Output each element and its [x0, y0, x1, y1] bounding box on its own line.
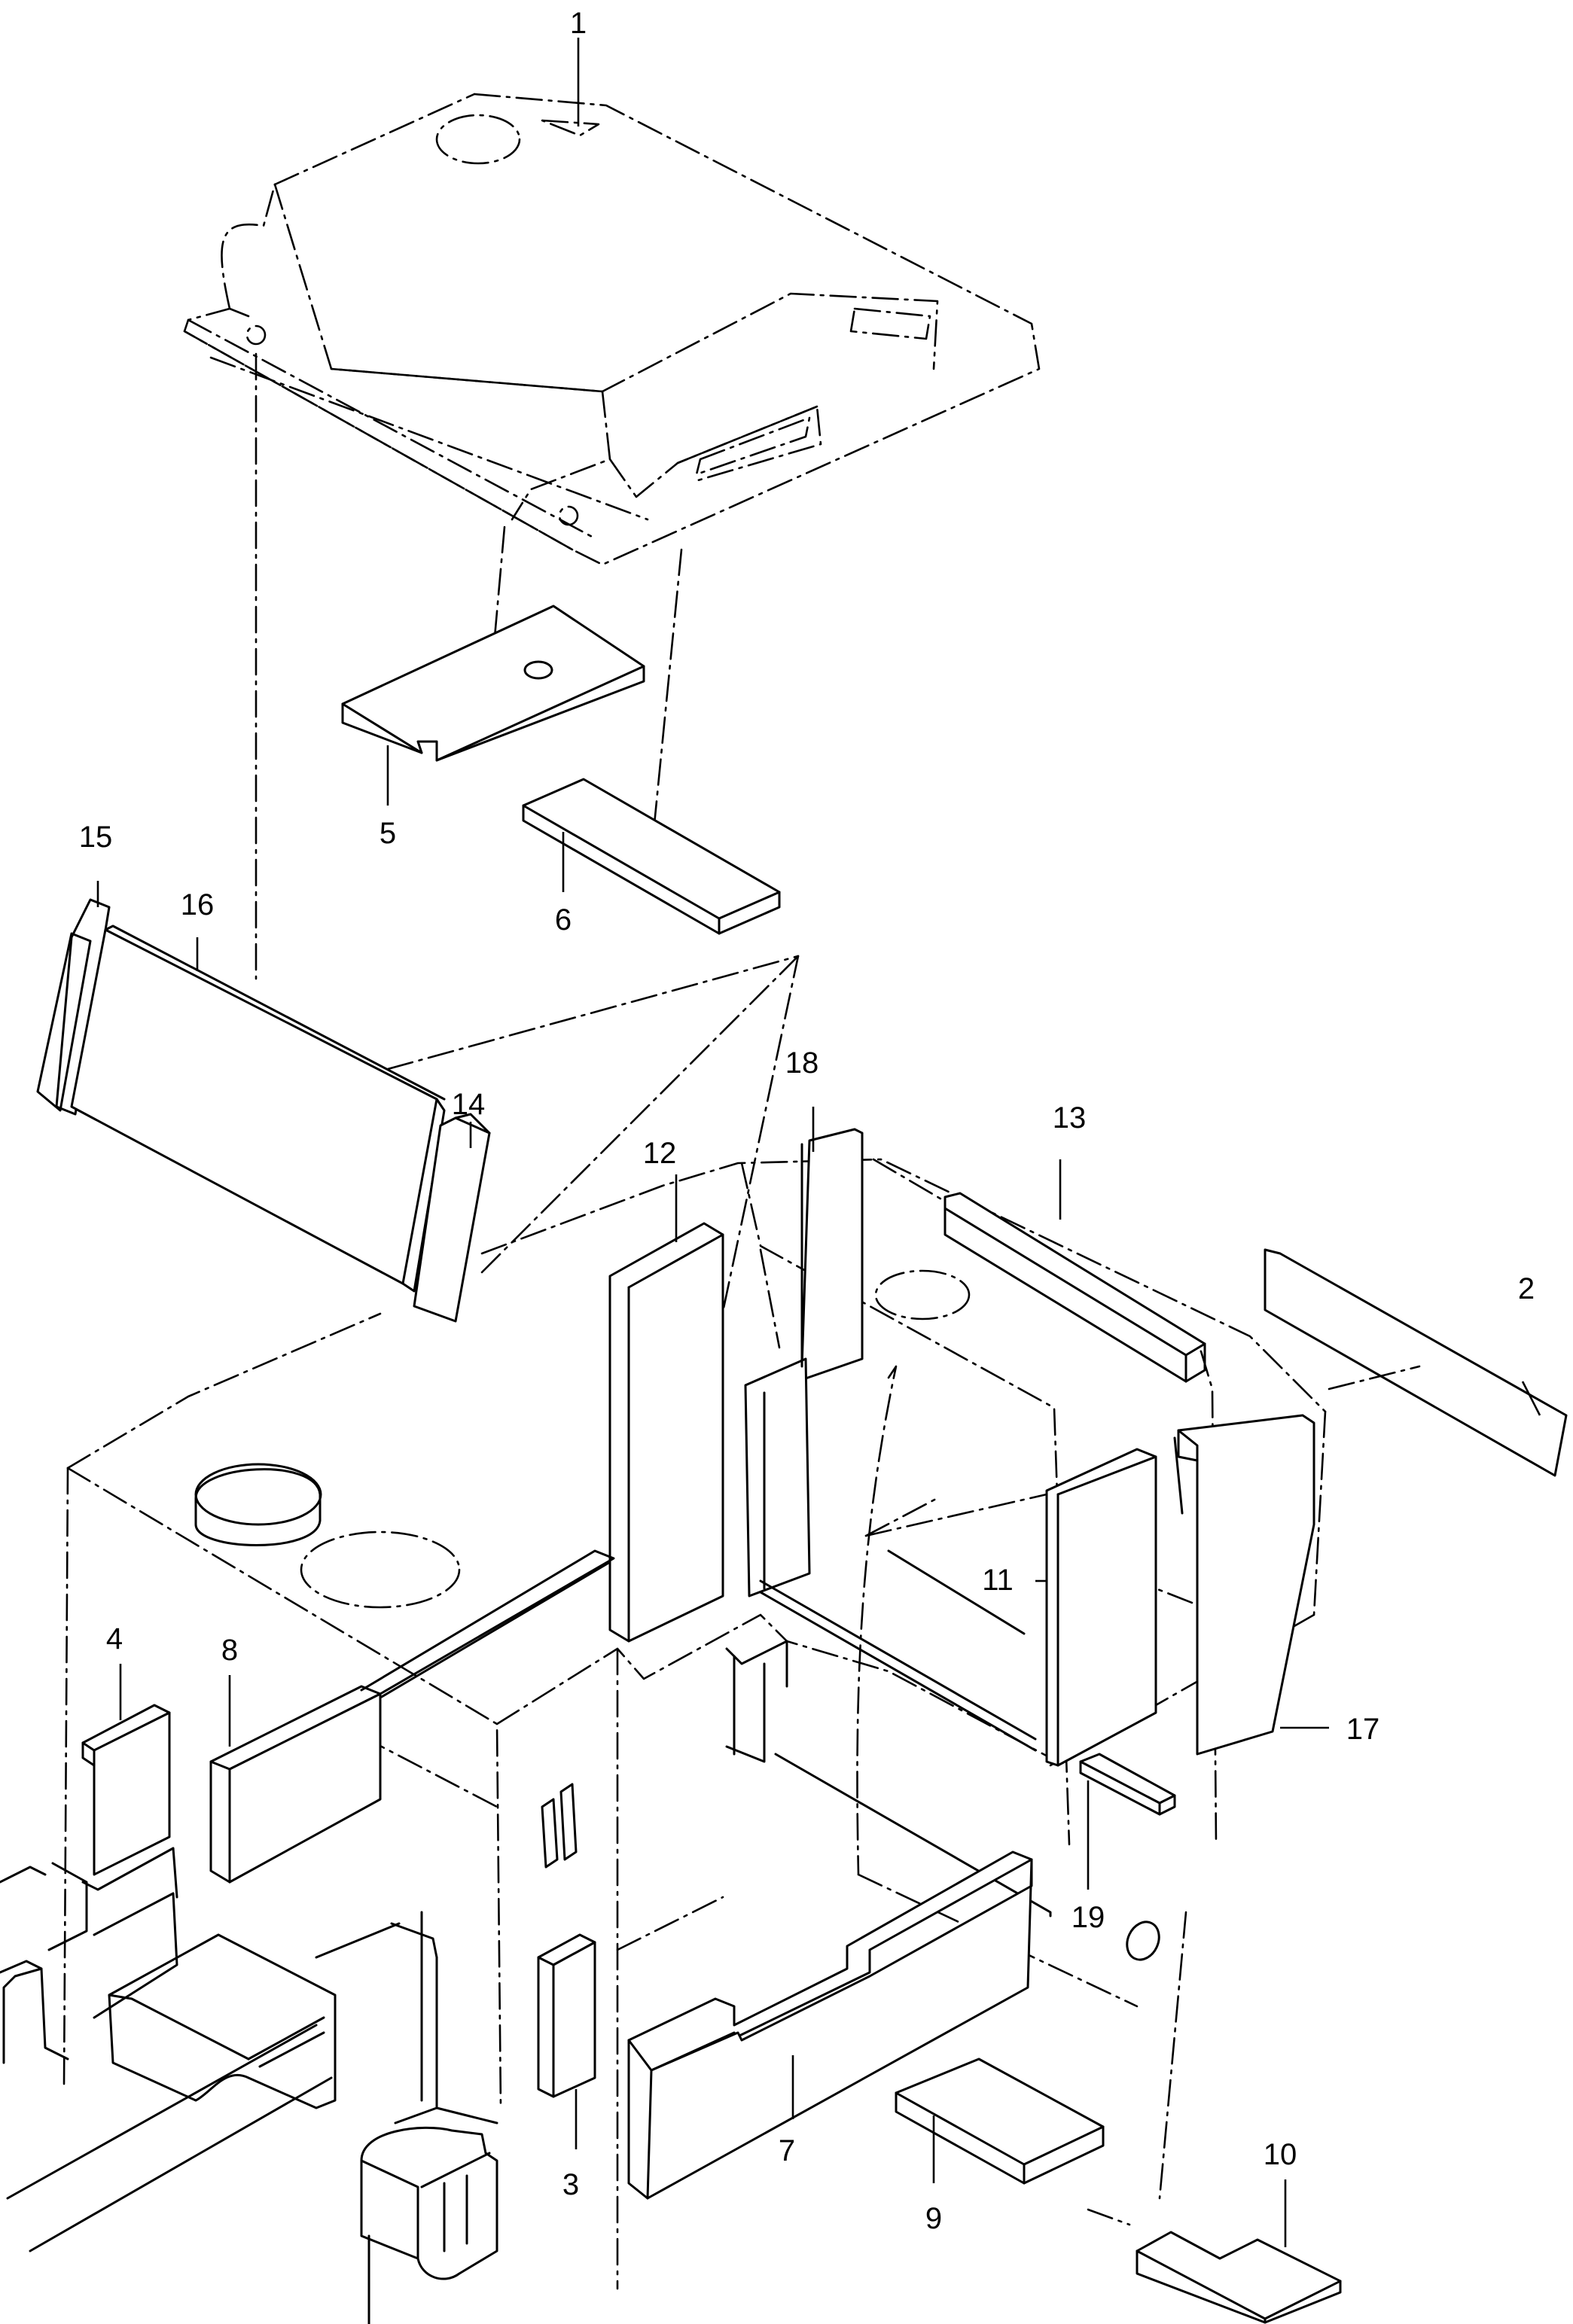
callout-leaders: [96, 38, 1541, 2247]
part-4-block: [81, 1704, 171, 1876]
part-7-strip: [627, 1850, 1033, 2200]
callout-13: 13: [1053, 1101, 1087, 1135]
part-17-panel: [1173, 1414, 1315, 1756]
roof-assembly-outline: [183, 93, 1041, 566]
callout-labels: 1 2 3 4 5 6 7 8 9 10 11 12 13 14 15 16 1…: [79, 7, 1535, 2235]
callout-9: 9: [925, 2202, 942, 2235]
callout-6: 6: [555, 903, 572, 937]
part-11-panel: [1045, 1448, 1157, 1767]
callout-14: 14: [452, 1088, 486, 1121]
part-18-panel: [744, 1128, 864, 1598]
callout-8: 8: [221, 1634, 238, 1667]
projection-line: [480, 955, 800, 1274]
callout-5: 5: [380, 817, 396, 850]
part-6-strip: [522, 778, 781, 935]
wall-slots: [541, 1783, 578, 1869]
callout-10: 10: [1264, 2138, 1297, 2171]
part-13-strip: [943, 1192, 1206, 1383]
drain-hole: [1126, 1920, 1160, 1961]
callout-4: 4: [106, 1622, 123, 1655]
inner-rails: [759, 1549, 1037, 1752]
callout-11: 11: [982, 1564, 1014, 1597]
part-9-block: [895, 2057, 1105, 2185]
part-8-strip: [209, 1549, 615, 1884]
callout-2: 2: [1518, 1272, 1535, 1305]
callout-12: 12: [643, 1137, 677, 1170]
part-14-strip: [413, 1113, 491, 1323]
lower-left-structures: [0, 1847, 498, 2324]
part-10-block: [1136, 2231, 1342, 2324]
projection-line: [650, 548, 683, 856]
part-16-panel: [70, 924, 446, 1293]
callout-18: 18: [785, 1046, 819, 1080]
callout-3: 3: [562, 2168, 579, 2201]
callout-15: 15: [79, 821, 113, 854]
part-5-pad: [341, 605, 645, 762]
part-12-panel: [608, 1222, 724, 1643]
callout-1: 1: [570, 7, 587, 40]
part-3-block: [537, 1933, 596, 2098]
callout-19: 19: [1072, 1901, 1105, 1934]
part-19-strip: [1079, 1753, 1176, 1816]
cab-openings: [194, 1463, 461, 1609]
callout-17: 17: [1346, 1713, 1380, 1746]
floor-outline: [725, 1640, 1052, 1917]
callout-16: 16: [181, 888, 215, 921]
callout-7: 7: [779, 2134, 795, 2167]
part-2-strip: [1264, 1248, 1568, 1477]
